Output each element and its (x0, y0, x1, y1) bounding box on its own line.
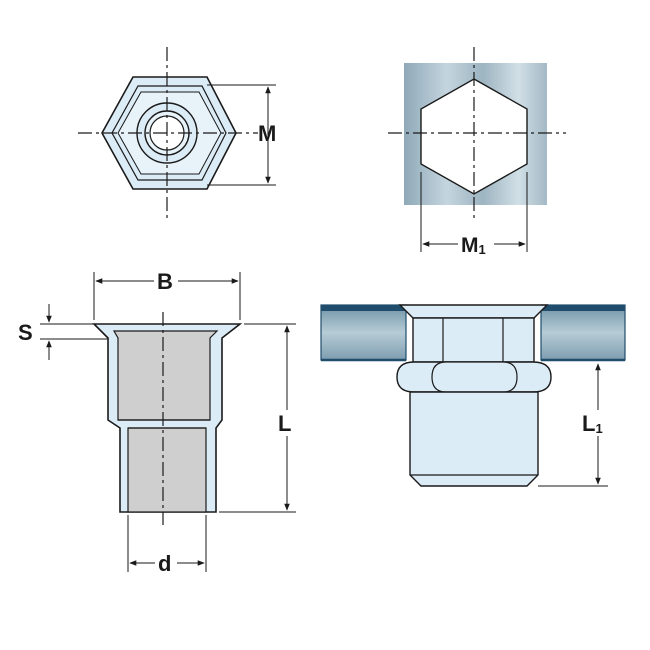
label-l1: L1 (582, 411, 603, 436)
label-l1-main: L (582, 411, 595, 436)
bore-lower (127, 427, 207, 513)
label-d: d (158, 551, 171, 576)
plate-right-edge-top (541, 305, 625, 311)
hex-hole-view: M1 (388, 47, 566, 257)
label-l1-sub: 1 (595, 421, 602, 436)
bulge-center (431, 361, 518, 393)
hex-shank (412, 317, 535, 363)
label-l1-bg (580, 410, 612, 436)
label-m1-main: M (461, 234, 479, 257)
label-s: S (18, 320, 33, 345)
lower-body (409, 391, 539, 487)
plate-left (320, 304, 407, 361)
section-view: B S L d (18, 268, 298, 576)
bore-upper (112, 330, 219, 421)
installed-view: L1 (320, 304, 626, 487)
plate-right (540, 304, 626, 361)
hex-hole (420, 78, 528, 195)
label-b-bg (154, 268, 178, 292)
label-m1-bg (458, 233, 494, 255)
label-l: L (278, 411, 291, 436)
hex-end-view: M (78, 47, 276, 220)
label-m1: M1 (461, 234, 486, 257)
label-m1-sub: 1 (479, 242, 486, 257)
label-l-bg (276, 410, 298, 436)
label-b: B (157, 269, 173, 294)
plate-left-edge-top (321, 305, 406, 311)
flange-head (398, 304, 549, 319)
label-d-bg (155, 550, 177, 574)
label-m: M (258, 121, 276, 146)
